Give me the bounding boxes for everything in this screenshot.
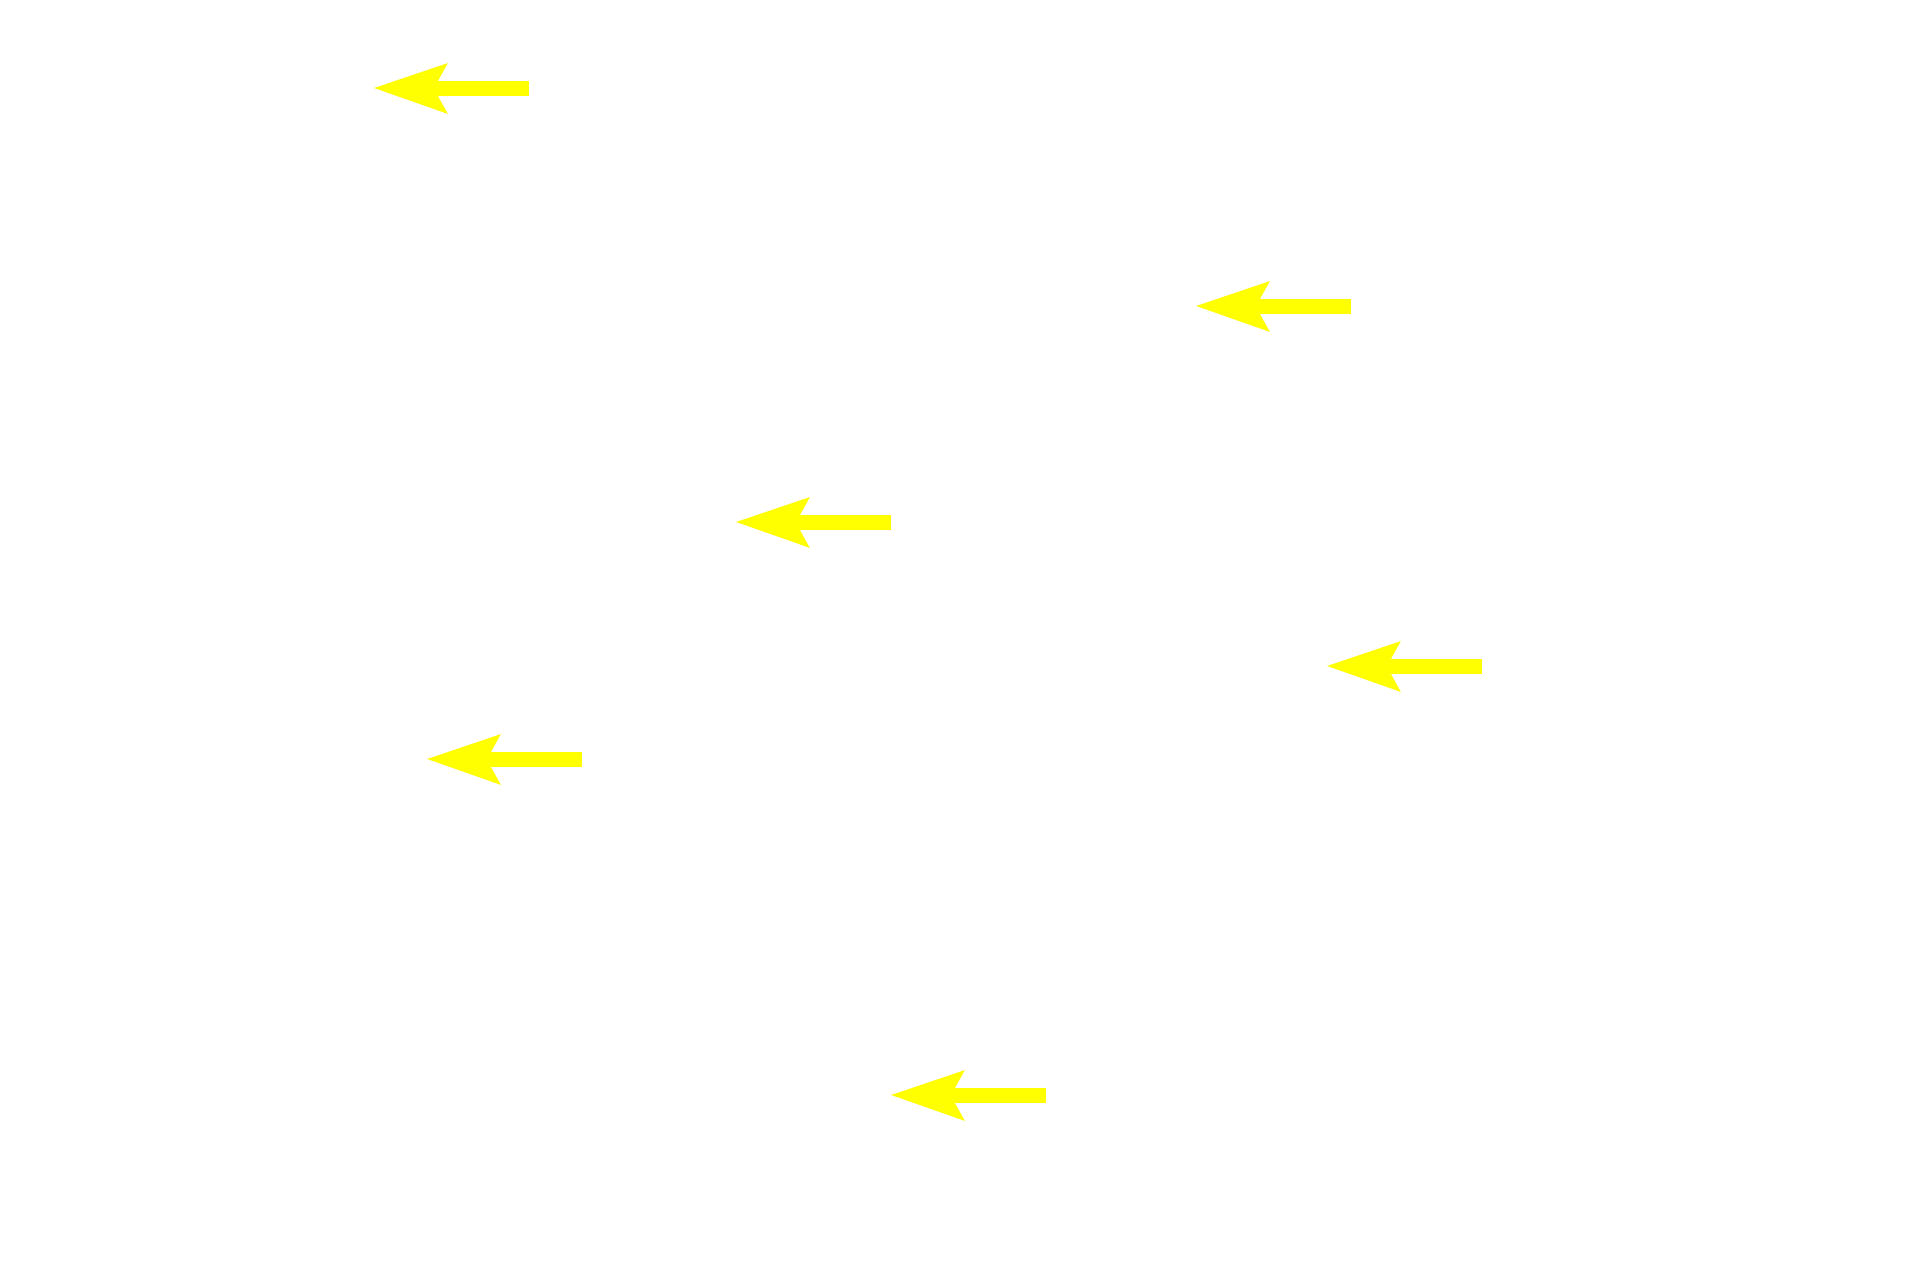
pointer-arrow-icon bbox=[736, 497, 891, 548]
pointer-arrow-icon bbox=[1196, 281, 1351, 332]
pointer-arrow-icon bbox=[891, 1070, 1046, 1121]
arrow-shape bbox=[1196, 281, 1351, 332]
arrow-shape bbox=[374, 63, 529, 114]
arrow-shape bbox=[736, 497, 891, 548]
pointer-arrow-icon bbox=[427, 734, 582, 785]
pointer-arrow-icon bbox=[1327, 641, 1482, 692]
arrow-shape bbox=[891, 1070, 1046, 1121]
pointer-arrow-icon bbox=[374, 63, 529, 114]
arrow-shape bbox=[1327, 641, 1482, 692]
arrow-shape bbox=[427, 734, 582, 785]
